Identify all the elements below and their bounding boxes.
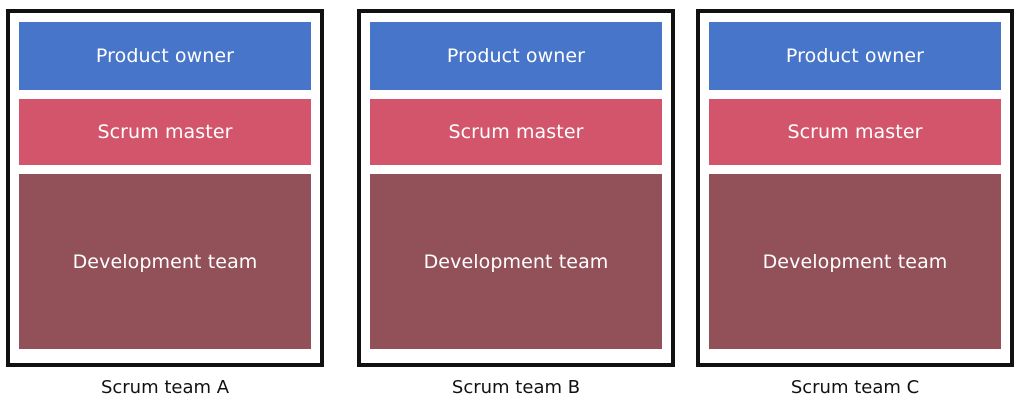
scrum-master-box: Scrum master [19,99,311,165]
scrum-team-b-label: Scrum team B [451,377,581,398]
product-owner-box: Product owner [709,22,1001,90]
development-team-box: Development team [709,174,1001,349]
product-owner-box: Product owner [370,22,662,90]
scrum-team-a-label: Scrum team A [100,377,230,398]
development-team-box: Development team [370,174,662,349]
scrum-team-b-frame: Product owner Scrum master Development t… [357,9,675,367]
scrum-master-box: Scrum master [370,99,662,165]
scrum-team-c-label: Scrum team C [790,377,920,398]
development-team-box: Development team [19,174,311,349]
scrum-master-box: Scrum master [709,99,1001,165]
scrum-team-c-frame: Product owner Scrum master Development t… [696,9,1014,367]
scrum-team-a-frame: Product owner Scrum master Development t… [6,9,324,367]
product-owner-box: Product owner [19,22,311,90]
